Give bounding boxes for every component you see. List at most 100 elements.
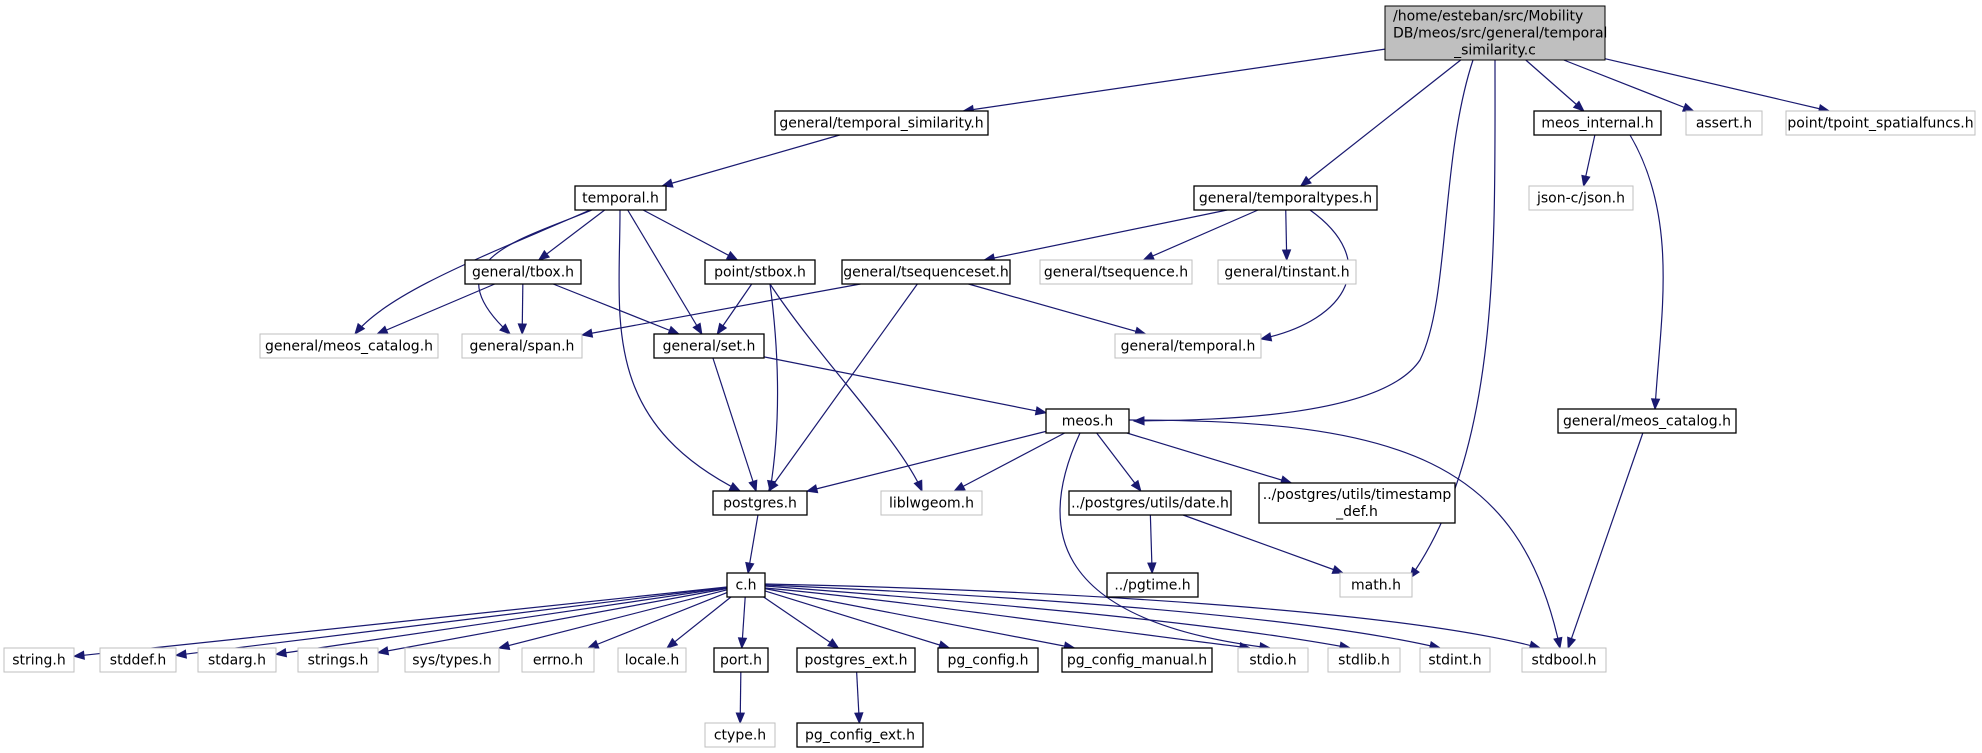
node-tinstant-h: general/tinstant.h bbox=[1217, 259, 1357, 285]
edge-tsequenceset_h-to-span_h bbox=[580, 283, 861, 338]
file-nodes: /home/esteban/src/MobilityDB/meos/src/ge… bbox=[3, 5, 1976, 748]
node-label: ../pgtime.h bbox=[1114, 578, 1190, 594]
node-label: meos.h bbox=[1062, 414, 1113, 430]
edge-temporal_h-to-stbox_h bbox=[642, 209, 739, 261]
node-label: _similarity.c bbox=[1453, 43, 1536, 59]
node-errno-h: errno.h bbox=[521, 647, 595, 673]
node-label: string.h bbox=[12, 653, 66, 669]
node-label: stddef.h bbox=[110, 653, 166, 669]
edge-tsequenceset_h-to-gen_temporal_h bbox=[968, 283, 1147, 336]
node-label: stdbool.h bbox=[1532, 653, 1597, 669]
edge-temporal_h-to-span_h bbox=[478, 209, 593, 335]
node-temporal-similarity-h[interactable]: general/temporal_similarity.h bbox=[774, 110, 989, 136]
edge-c_h-to-stdbool_h bbox=[764, 583, 1542, 650]
node-label: general/meos_catalog.h bbox=[1563, 414, 1731, 430]
edge-tsequenceset_h-to-postgres_h bbox=[767, 283, 918, 493]
node-label: port.h bbox=[720, 653, 762, 669]
node-set-h[interactable]: general/set.h bbox=[653, 333, 765, 359]
edge-c_h-to-stdarg_h bbox=[274, 587, 728, 658]
edge-temporal_h-to-tbox_h bbox=[537, 209, 606, 261]
node-stddef-h: stddef.h bbox=[99, 647, 177, 673]
node-meos-h[interactable]: meos.h bbox=[1045, 408, 1130, 434]
node-label: strings.h bbox=[308, 653, 369, 669]
node-label: stdarg.h bbox=[208, 653, 266, 669]
node-strings-h: strings.h bbox=[297, 647, 379, 673]
edge-temporaltypes_h-to-tinstant_h bbox=[1281, 209, 1292, 262]
node-pg-config-ext-h[interactable]: pg_config_ext.h bbox=[796, 722, 924, 748]
node-meos-catalog-doc[interactable]: general/meos_catalog.h bbox=[1557, 408, 1737, 434]
node-label: postgres_ext.h bbox=[805, 653, 908, 669]
edge-meos_h-to-stdio_h bbox=[1059, 432, 1272, 652]
node-label: stdint.h bbox=[1428, 653, 1481, 669]
node-label: general/temporaltypes.h bbox=[1199, 191, 1372, 207]
node-label: meos_internal.h bbox=[1541, 116, 1653, 132]
node-label: _def.h bbox=[1335, 504, 1378, 520]
edge-stbox_h-to-liblwgeom_h bbox=[769, 283, 923, 493]
edge-temporaltypes_h-to-tsequence_h bbox=[1142, 209, 1259, 261]
node-span-h: general/span.h bbox=[461, 333, 583, 359]
node-temporaltypes-h[interactable]: general/temporaltypes.h bbox=[1193, 185, 1378, 211]
edge-tbox_h-to-set_h bbox=[552, 283, 681, 335]
node-label: general/temporal_similarity.h bbox=[779, 116, 983, 132]
edge-root-to-assert_h bbox=[1563, 59, 1695, 112]
node-label: general/tbox.h bbox=[472, 265, 574, 281]
node-label: ../postgres/utils/timestamp bbox=[1263, 487, 1452, 503]
node-date-h[interactable]: ../postgres/utils/date.h bbox=[1068, 490, 1232, 516]
edge-c_h-to-sys_types_h bbox=[497, 589, 728, 651]
node-tsequenceset-h[interactable]: general/tsequenceset.h bbox=[841, 259, 1011, 285]
edge-temporaltypes_h-to-gen_temporal_h bbox=[1259, 209, 1350, 342]
node-label: general/tsequence.h bbox=[1044, 265, 1188, 281]
node-pgtime-h[interactable]: ../pgtime.h bbox=[1106, 572, 1199, 598]
node-stdlib-h: stdlib.h bbox=[1327, 647, 1401, 673]
edge-meos_catalog_doc-to-stdbool_h bbox=[1567, 432, 1644, 650]
edge-stbox_h-to-set_h bbox=[716, 283, 753, 336]
node-tbox-h[interactable]: general/tbox.h bbox=[464, 259, 582, 285]
node-label: ../postgres/utils/date.h bbox=[1071, 496, 1229, 512]
edge-c_h-to-string_h bbox=[72, 586, 728, 660]
node-label: math.h bbox=[1351, 578, 1401, 594]
node-gen-temporal-h: general/temporal.h bbox=[1114, 333, 1262, 359]
node-root[interactable]: /home/esteban/src/MobilityDB/meos/src/ge… bbox=[1384, 5, 1607, 61]
edge-c_h-to-postgres_ext_h bbox=[763, 596, 840, 649]
edge-root-to-meos_internal_h bbox=[1525, 59, 1585, 112]
node-stdbool-h: stdbool.h bbox=[1521, 647, 1607, 673]
edge-c_h-to-strings_h bbox=[376, 587, 728, 656]
edge-meos_h-to-date_h bbox=[1096, 432, 1142, 493]
node-stdint-h: stdint.h bbox=[1419, 647, 1491, 673]
node-pg-config-h[interactable]: pg_config.h bbox=[937, 647, 1039, 673]
node-temporal-h[interactable]: temporal.h bbox=[574, 185, 667, 211]
edge-tbox_h-to-span_h bbox=[517, 283, 528, 336]
node-meos-internal-h[interactable]: meos_internal.h bbox=[1533, 110, 1662, 136]
edge-temporal_similarity_h-to-temporal_h bbox=[660, 134, 840, 188]
node-liblwgeom-h: liblwgeom.h bbox=[880, 490, 983, 516]
edge-meos_h-to-stdbool_h bbox=[1128, 419, 1563, 650]
node-assert-h: assert.h bbox=[1685, 110, 1763, 136]
node-label: postgres.h bbox=[723, 496, 797, 512]
node-port-h[interactable]: port.h bbox=[713, 647, 769, 673]
node-postgres-h[interactable]: postgres.h bbox=[712, 490, 808, 516]
edge-meos_h-to-timestamp_def_h bbox=[1126, 432, 1293, 485]
node-label: errno.h bbox=[533, 653, 583, 669]
node-label: assert.h bbox=[1696, 116, 1752, 132]
node-label: pg_config_manual.h bbox=[1067, 653, 1207, 669]
node-stbox-h[interactable]: point/stbox.h bbox=[704, 259, 816, 285]
node-stdio-h: stdio.h bbox=[1237, 647, 1309, 673]
node-postgres-ext-h[interactable]: postgres_ext.h bbox=[796, 647, 916, 673]
edge-stbox_h-to-postgres_h bbox=[767, 283, 779, 493]
node-math-h: math.h bbox=[1339, 572, 1413, 598]
node-json-h: json-c/json.h bbox=[1528, 185, 1634, 211]
node-timestamp-def-h[interactable]: ../postgres/utils/timestamp_def.h bbox=[1258, 482, 1456, 524]
node-label: ctype.h bbox=[714, 728, 766, 744]
edge-temporal_h-to-set_h bbox=[627, 209, 703, 336]
node-label: stdio.h bbox=[1249, 653, 1296, 669]
node-pg-config-manual-h[interactable]: pg_config_manual.h bbox=[1061, 647, 1213, 673]
node-tsequence-h: general/tsequence.h bbox=[1039, 259, 1193, 285]
edge-root-to-temporal_similarity_h bbox=[961, 48, 1386, 115]
edge-root-to-tpoint_spatialfuncs_h bbox=[1604, 58, 1831, 114]
node-c-h[interactable]: c.h bbox=[726, 572, 766, 598]
node-label: pg_config_ext.h bbox=[805, 728, 915, 744]
node-label: general/temporal.h bbox=[1121, 339, 1256, 355]
node-label: general/span.h bbox=[470, 339, 575, 355]
node-label: sys/types.h bbox=[412, 653, 491, 669]
